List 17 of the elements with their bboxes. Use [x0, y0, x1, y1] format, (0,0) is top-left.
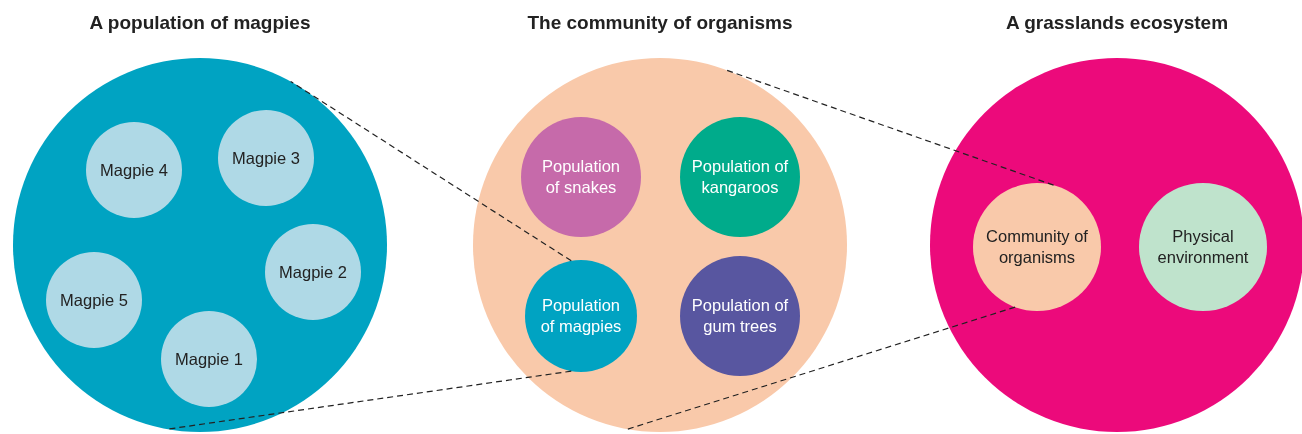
node-label: Magpie 3 — [232, 147, 300, 169]
node-label: Population of snakes — [541, 156, 621, 198]
dashed-line — [626, 306, 1016, 430]
node-label: Magpie 1 — [175, 348, 243, 370]
node-label: Physical environment — [1156, 226, 1250, 268]
node-label: Community of organisms — [985, 226, 1089, 268]
node-label: Magpie 5 — [60, 289, 128, 311]
node-label: Magpie 4 — [100, 159, 168, 181]
dashed-line — [166, 370, 572, 430]
group-heading: A population of magpies — [88, 12, 312, 34]
dashed-line — [290, 80, 572, 262]
group-heading: A grasslands ecosystem — [1004, 12, 1230, 34]
group-heading: The community of organisms — [526, 12, 794, 34]
node-label: Population of kangaroos — [690, 156, 790, 198]
node-label: Population of magpies — [539, 295, 623, 337]
node-label: Population of gum trees — [690, 295, 790, 337]
node-label: Magpie 2 — [279, 261, 347, 283]
